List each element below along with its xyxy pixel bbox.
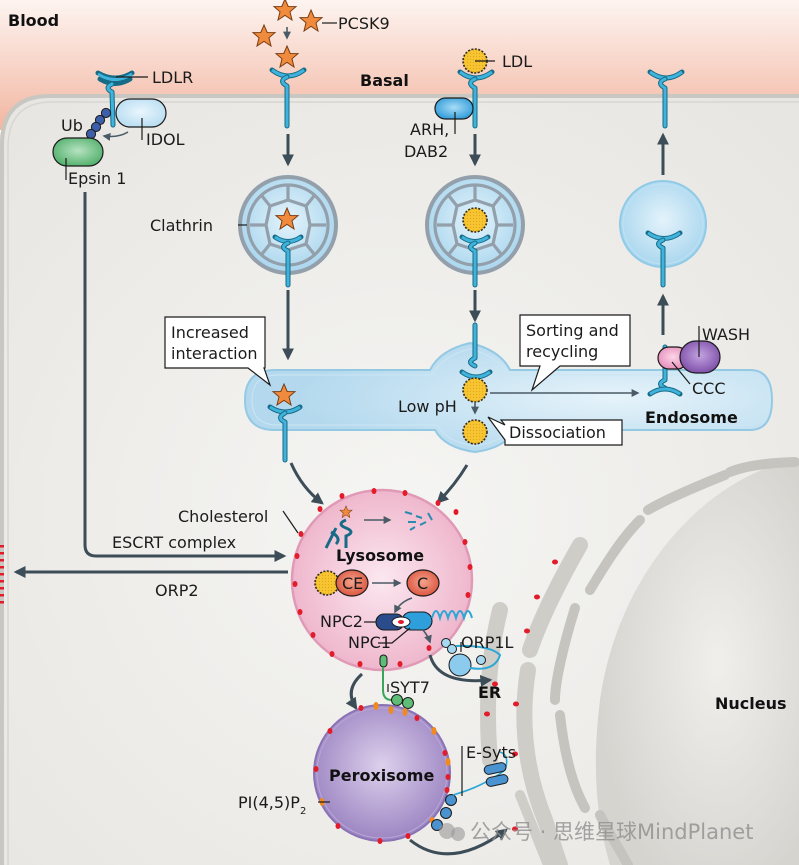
orp2-label: ORP2 (155, 581, 199, 600)
ldlr-label: LDLR (152, 68, 193, 87)
blood-label: Blood (8, 11, 59, 30)
er-ribosomes (484, 559, 558, 832)
arh-dab2-protein (434, 97, 474, 120)
peroxisome-label: Peroxisome (329, 766, 434, 785)
clathrin-vesicle-pcsk9 (238, 175, 338, 361)
low-ph-label: Low pH (398, 397, 457, 416)
plasma-membrane (0, 94, 799, 865)
epsin1-label: Epsin 1 (68, 169, 126, 188)
callout-dissociation: Dissociation (487, 416, 623, 446)
syt7-label: SYT7 (390, 678, 430, 697)
wash-complex (679, 340, 721, 374)
callout-sorting-recycling: Sorting and recycling (519, 314, 631, 392)
clathrin-vesicle-ldl (425, 175, 525, 323)
wash-label: WASH (702, 325, 750, 344)
idol-label: IDOL (146, 130, 185, 149)
basal-label: Basal (360, 71, 409, 90)
callout-sorting-line1: Sorting and (526, 321, 619, 340)
watermark-text: 公众号 · 思维星球MindPlanet (470, 820, 753, 844)
watermark: 公众号 · 思维星球MindPlanet (439, 820, 753, 844)
callout-increased-line1: Increased (171, 323, 249, 342)
callout-dissociation-text: Dissociation (509, 423, 606, 442)
orp1l-protein (428, 638, 502, 687)
endosome (243, 322, 774, 463)
endosome-label: Endosome (645, 408, 738, 427)
npc1-label: NPC1 (348, 633, 391, 652)
ldlr-idol-complex (52, 70, 167, 180)
escrt-label: ESCRT complex (112, 533, 236, 552)
cytoplasm (0, 96, 799, 865)
endosome-to-lysosome-arrow-left (289, 462, 324, 505)
arh-label-line1: ARH, (410, 120, 449, 139)
lysosome-cholesterol-dots (292, 488, 473, 667)
callout-increased-line2: interaction (171, 344, 258, 363)
epsin1-protein (52, 137, 104, 167)
npc2-label: NPC2 (320, 612, 363, 631)
endosome-to-lysosome-arrow-right (436, 464, 469, 504)
ldl-group (434, 48, 495, 167)
er-label: ER (478, 683, 501, 702)
pcsk9-group (252, 0, 337, 167)
cholesterol-label: Cholesterol (178, 507, 268, 526)
lysosome-label: Lysosome (336, 546, 424, 565)
orp1l-label: ORP1L (461, 633, 514, 652)
clathrin-label: Clathrin (150, 216, 213, 235)
escrt-pathway-arrow (83, 192, 287, 562)
ub-label: Ub (61, 116, 83, 135)
syt7-protein (379, 654, 414, 709)
nucleus (480, 457, 799, 865)
arh-label-line2: DAB2 (404, 142, 448, 161)
esyts-label: E-Syts (466, 743, 516, 762)
callout-sorting-line2: recycling (526, 342, 598, 361)
ce-label: CE (342, 574, 363, 593)
c-label: C (417, 574, 428, 593)
recycled-ldlr (619, 69, 707, 335)
nucleus-label: Nucleus (715, 694, 787, 713)
plasma-membrane-cholesterol (0, 545, 4, 604)
lysosome-to-peroxisome-arrow (345, 672, 364, 710)
ldl-label: LDL (502, 52, 532, 71)
idol-protein (115, 98, 167, 128)
pip2-label: PI(4,5)P2 (238, 793, 306, 817)
peroxisome (313, 702, 509, 856)
pcsk9-label: PCSK9 (338, 14, 390, 33)
ccc-label: CCC (692, 379, 726, 398)
callout-increased-interaction: Increased interaction (164, 316, 272, 387)
